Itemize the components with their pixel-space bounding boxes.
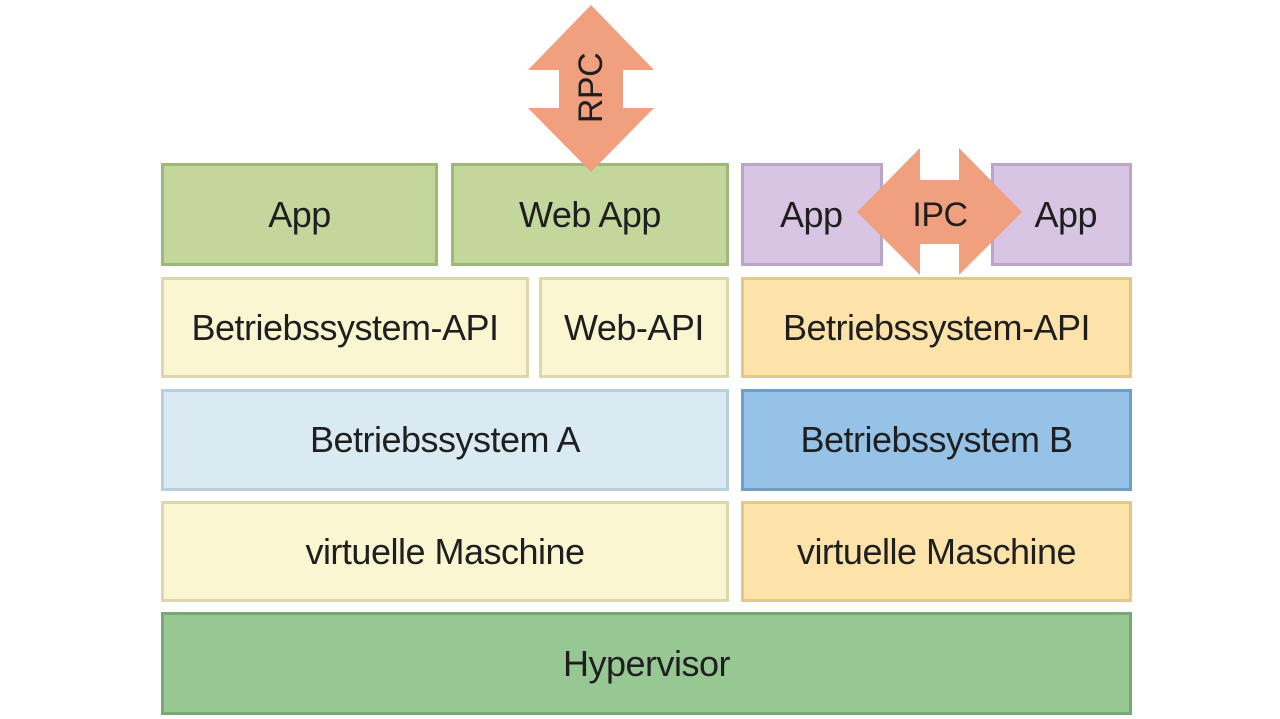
ipc-label: IPC (912, 195, 968, 234)
app-box-vm2-left: App (741, 163, 883, 266)
os-api-box-a: Betriebssystem-API (161, 277, 529, 378)
web-api-label: Web-API (564, 306, 704, 348)
os-api-label: Betriebssystem-API (191, 306, 499, 348)
os-api-box-b: Betriebssystem-API (741, 277, 1132, 378)
app-label: App (268, 193, 331, 235)
os-b-box: Betriebssystem B (741, 389, 1132, 491)
web-api-box: Web-API (539, 277, 729, 378)
vm-box-right: virtuelle Maschine (741, 501, 1132, 602)
app-box-left: App (161, 163, 438, 266)
os-a-label: Betriebssystem A (309, 419, 581, 460)
hypervisor-box: Hypervisor (161, 612, 1132, 715)
rpc-label: RPC (571, 52, 610, 124)
vm-label: virtuelle Maschine (305, 530, 585, 572)
app-label: App (780, 193, 843, 235)
vm-label: virtuelle Maschine (796, 530, 1077, 572)
app-box-vm2-right: App (991, 163, 1132, 266)
hypervisor-label: Hypervisor (562, 642, 731, 684)
os-api-label: Betriebssystem-API (782, 306, 1091, 348)
app-label: App (1034, 193, 1097, 235)
web-app-box: Web App (451, 163, 729, 266)
vm-box-left: virtuelle Maschine (161, 501, 729, 602)
os-b-label: Betriebssystem B (800, 419, 1073, 460)
web-app-label: Web App (519, 193, 661, 235)
os-a-box: Betriebssystem A (161, 389, 729, 491)
